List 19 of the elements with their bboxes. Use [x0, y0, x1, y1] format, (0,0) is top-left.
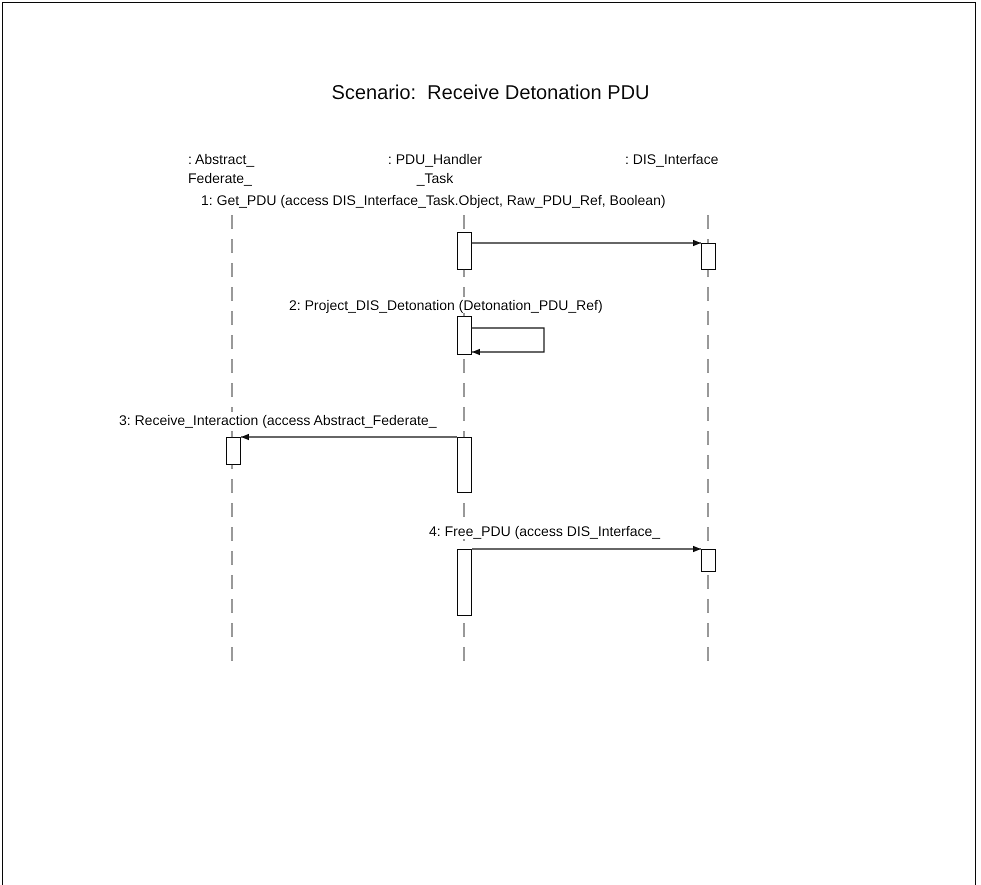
message-arrow — [472, 546, 701, 552]
message-label: 4: Free_PDU (access DIS_Interface_ — [428, 523, 662, 539]
message-arrow — [472, 240, 701, 246]
activation-bar — [226, 437, 241, 465]
activation-bar — [457, 316, 472, 355]
participant-label: : DIS_Interface — [625, 150, 755, 169]
message-arrow — [472, 327, 545, 356]
participant-label: : Abstract_ Federate_ — [188, 150, 270, 188]
participant-label: : PDU_Handler _Task — [380, 150, 490, 188]
activation-bar — [701, 243, 716, 270]
message-label: 2: Project_DIS_Detonation (Detonation_PDU_Ref) — [288, 297, 604, 313]
activation-bar — [457, 437, 472, 493]
activation-bar — [457, 232, 472, 270]
activation-bar — [701, 549, 716, 572]
diagram-title: Scenario: Receive Detonation PDU — [330, 82, 650, 105]
message-label: 3: Receive_Interaction (access Abstract_Federate_ — [118, 412, 438, 428]
message-label: 1: Get_PDU (access DIS_Interface_Task.Object, Raw_PDU_Ref, Boolean) — [200, 192, 667, 208]
activation-bar — [457, 549, 472, 616]
message-arrow — [241, 434, 457, 440]
